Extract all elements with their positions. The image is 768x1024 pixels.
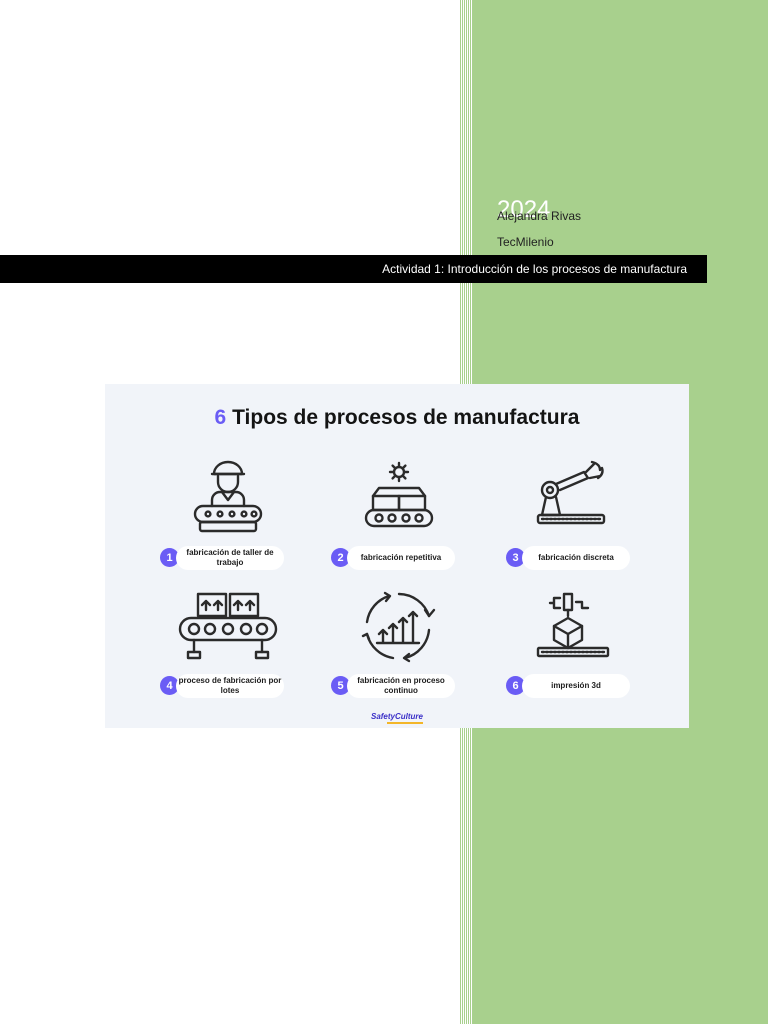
3d-printer-icon [536,592,610,658]
process-item-5: 5 fabricación en proceso continuo [331,590,471,702]
cover-year: 2024 [497,196,551,223]
process-label-6: impresión 3d [522,674,630,698]
cover-title-bar: Actividad 1: Introducción de los proceso… [0,255,707,283]
cover-title: Actividad 1: Introducción de los proceso… [382,262,687,276]
boxes-conveyor-icon [364,461,434,528]
process-label-1: fabricación de taller de trabajo [176,546,284,570]
worker-conveyor-icon [193,460,263,533]
safetyculture-logo: SafetyCulture [105,712,689,724]
process-label-2: fabricación repetitiva [347,546,455,570]
process-label-5: fabricación en proceso continuo [347,674,455,698]
process-badge-6: 6 [506,676,525,695]
cover-school: TecMilenio [497,235,554,249]
process-item-2: 2 fabricación repetitiva [331,460,471,572]
process-badge-4: 4 [160,676,179,695]
infographic-title-text: Tipos de procesos de manufactura [232,406,580,429]
process-item-4: 4 proceso de fabricación por lotes [160,590,300,702]
process-item-3: 3 fabricación discreta [506,460,646,572]
infographic-title: 6 Tipos de procesos de manufactura [105,406,689,430]
infographic-title-number: 6 [214,406,227,429]
process-badge-3: 3 [506,548,525,567]
batch-conveyor-icon [178,592,278,660]
process-badge-2: 2 [331,548,350,567]
robot-arm-icon [536,460,606,525]
cover-author: Alejandra Rivas [497,209,582,223]
process-label-3: fabricación discreta [522,546,630,570]
infographic-image: 6 Tipos de procesos de manufactura 1 fab… [105,384,689,728]
process-badge-1: 1 [160,548,179,567]
process-item-1: 1 fabricación de taller de trabajo [160,460,300,572]
process-label-4: proceso de fabricación por lotes [176,674,284,698]
process-badge-5: 5 [331,676,350,695]
cycle-growth-icon [361,591,436,663]
process-item-6: 6 impresión 3d [506,590,646,702]
